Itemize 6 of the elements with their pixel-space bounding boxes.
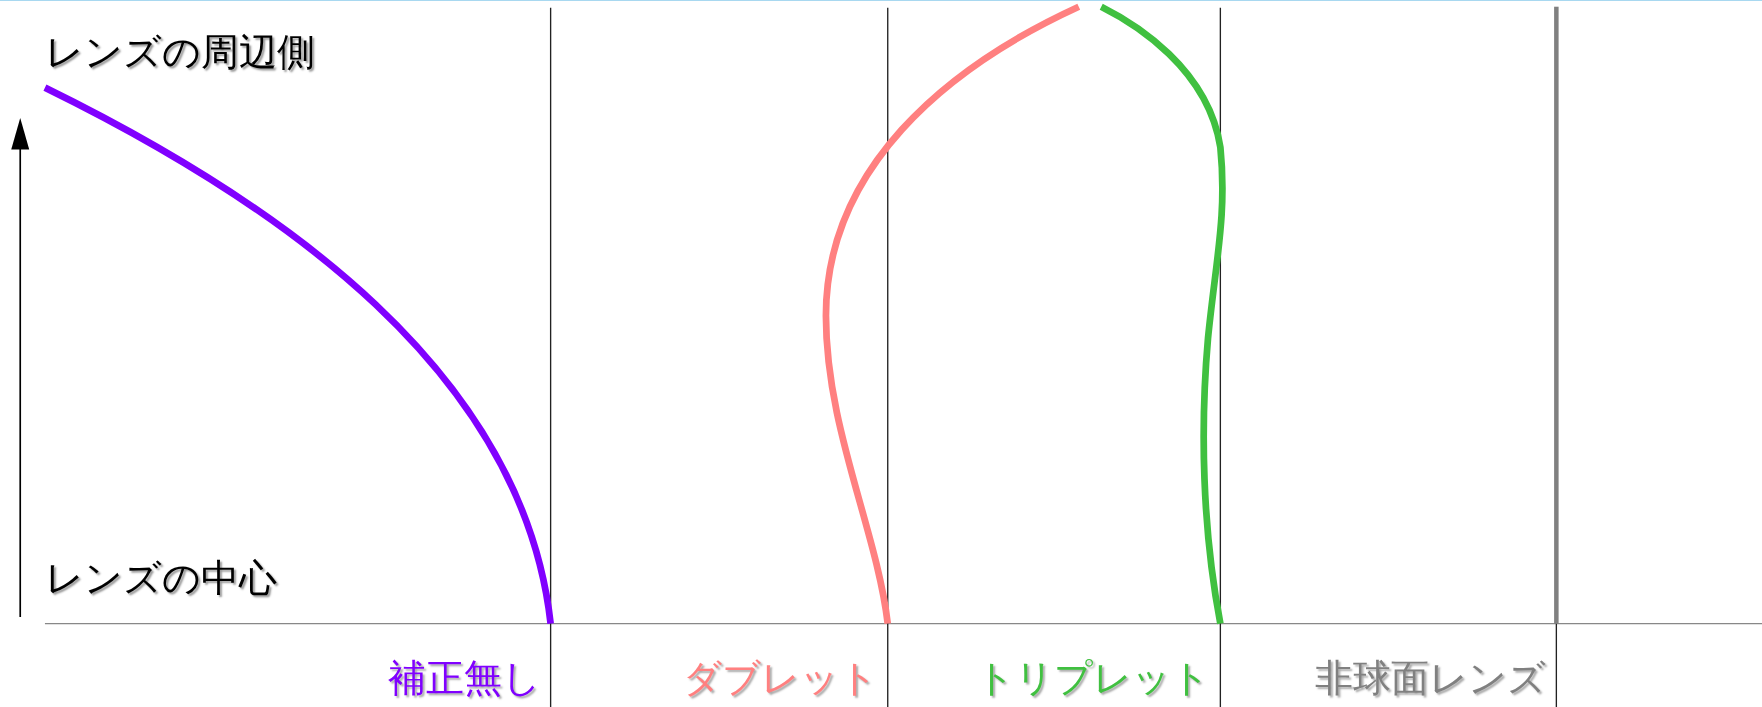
series-label: ダブレット — [682, 655, 878, 702]
series-label: 補正無し — [387, 655, 541, 702]
series-label: 非球面レンズ — [1315, 655, 1547, 702]
axis-label: レンズの周辺側 — [45, 29, 315, 76]
axis-label: レンズの中心 — [45, 555, 277, 602]
series-label: トリプレット — [976, 655, 1211, 702]
